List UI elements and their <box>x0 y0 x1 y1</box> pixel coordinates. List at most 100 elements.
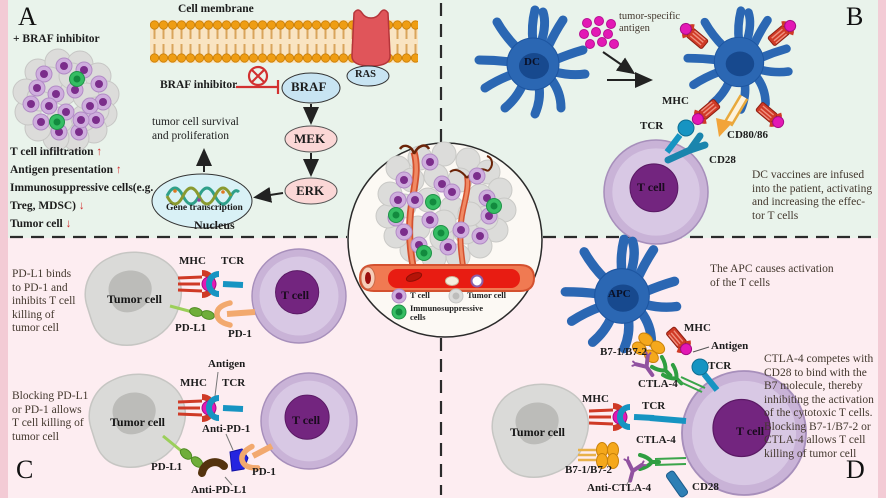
antigen-label-d: Antigen <box>711 340 749 352</box>
tcr-label-d-upper: TCR <box>708 360 732 372</box>
mhc-label-c1: MHC <box>179 255 206 267</box>
down-arrow-icon: ↓ <box>65 218 72 230</box>
tumor-cluster-panel-a <box>12 48 120 152</box>
tcr-label-c2: TCR <box>222 377 246 389</box>
legend-immunosuppressive-label: Immunosuppressive cells <box>410 303 484 323</box>
nucleus-label: Nucleus <box>194 218 235 232</box>
ctla4-stems-lower <box>654 457 687 466</box>
dc-loading-arrows <box>602 51 653 88</box>
dendritic-cell-loaded <box>688 11 789 110</box>
tcr-label-c1: TCR <box>221 255 245 267</box>
tcr-label-b: TCR <box>640 120 664 132</box>
panel-letter-d: D <box>846 455 865 484</box>
tcr-icon-b <box>664 119 695 154</box>
b7-label-lower: B7-1/B7-2 <box>565 464 613 476</box>
plus-braf-inhibitor-label: + BRAF inhibitor <box>13 33 100 45</box>
anti-pd1-pointer-line <box>225 433 234 451</box>
anti-pdl1-label: Anti-PD-L1 <box>191 484 247 496</box>
mhc-label-d-upper: MHC <box>684 322 711 334</box>
antigen-label-c: Antigen <box>208 358 246 370</box>
ctla4-description: CTLA-4 competes with CD28 to bind with t… <box>764 353 874 460</box>
t-cells-in-cluster <box>22 57 112 141</box>
pd1-label-c1: PD-1 <box>228 328 252 340</box>
effect-line: Treg, MDSC) ↓ <box>10 200 85 212</box>
antigen-pointer-line-d <box>692 346 710 353</box>
pd1-icon-c2 <box>239 443 274 471</box>
braf-inhibitor-label: BRAF inhibitor <box>160 79 238 91</box>
b7-icon-lower <box>578 442 619 469</box>
anti-pd1-label: Anti-PD-1 <box>202 423 251 435</box>
braf-node <box>281 72 341 104</box>
mhc-label-d-lower: MHC <box>582 393 609 405</box>
tumor-cell-label-c2: Tumor cell <box>110 415 166 429</box>
dc-vaccine-description: DC vaccines are infused into the patient… <box>752 169 873 222</box>
down-arrow-icon: ↓ <box>78 200 85 212</box>
mhc-label-c2: MHC <box>180 377 207 389</box>
mhc-antigen-receptor-icon <box>689 98 721 128</box>
panel-letter-c: C <box>16 455 34 484</box>
legend-tumor-cell-label: Tumor cell <box>467 290 506 300</box>
braf-effects-list: T cell infiltration ↑ Antigen presentati… <box>10 146 180 236</box>
cd80-86-arrow-icon <box>716 94 749 137</box>
gene-transcription-label: Gene transcription <box>166 203 243 213</box>
cd28-icon-d <box>665 470 689 498</box>
nucleus-gene-transcription <box>151 173 253 229</box>
pdl1-icon-c1 <box>169 304 215 320</box>
quadrant-divider-lines <box>10 3 878 495</box>
anti-ctla4-label: Anti-CTLA-4 <box>587 482 652 494</box>
mek-node <box>284 125 338 153</box>
pdl1-binds-text: PD-L1 binds to PD-1 and inhibits T cell … <box>12 268 76 335</box>
pdl1-label-c1: PD-L1 <box>175 322 207 334</box>
anti-pdl1-pointer-line <box>224 476 233 486</box>
effect-line: Antigen presentation ↑ <box>10 164 122 176</box>
blocking-pdl1-text: Blocking PD-L1 or PD-1 allows T cell kil… <box>12 390 89 443</box>
tcr-stem-d-lower <box>649 415 687 424</box>
immunosuppressive-cells-inset <box>388 194 502 261</box>
panel-letter-a: A <box>18 2 37 31</box>
up-arrow-icon: ↑ <box>115 164 122 176</box>
t-cell-label-b: T cell <box>637 180 666 194</box>
inhibition-symbol-icon <box>236 65 280 94</box>
transmembrane-protein-icon <box>351 9 391 67</box>
mek-label: MEK <box>294 131 326 146</box>
cell-membrane-graphic <box>150 9 418 67</box>
ctla4-stems-upper <box>677 376 706 393</box>
apc-label: APC <box>608 288 631 300</box>
cd80-86-label: CD80/86 <box>727 129 768 141</box>
legend-swatches <box>391 288 464 320</box>
tcr-label-d-lower: TCR <box>642 400 666 412</box>
blood-vessel-tube <box>358 264 536 292</box>
ras-label: RAS <box>355 69 377 80</box>
ctla4-label-lower: CTLA-4 <box>636 434 676 446</box>
apc-activation-text: The APC causes activation of the T cells <box>710 263 834 289</box>
ctla4-label-upper: CTLA-4 <box>638 378 678 390</box>
tumor-specific-antigen-dots <box>579 16 619 49</box>
anti-ctla4-pointer-line <box>626 477 632 485</box>
legend-t-cell-label: T cell <box>410 290 430 300</box>
up-arrow-icon: ↑ <box>96 146 103 158</box>
t-cell-label-c2: T cell <box>292 413 321 427</box>
effect-line: Immunosuppressive cells(e.g. <box>10 182 154 194</box>
tumor-microenvironment-inset <box>347 141 543 338</box>
braf-label: BRAF <box>291 79 327 94</box>
tumor-specific-antigen-label: tumor-specific antigen <box>619 11 681 35</box>
dc-label: DC <box>524 56 540 68</box>
cd28-icon-b <box>664 132 709 164</box>
erk-label: ERK <box>296 183 325 198</box>
t-cell-label-c1: T cell <box>281 288 310 302</box>
anti-pdl1-icon <box>198 458 228 477</box>
cd28-label-b: CD28 <box>709 154 736 166</box>
mhc-label-b: MHC <box>662 95 689 107</box>
b7-label-upper: B7-1/B7-2 <box>600 346 648 358</box>
ras-node <box>346 65 390 87</box>
pd1-label-c2: PD-1 <box>252 466 276 478</box>
pathway-arrows <box>196 104 319 203</box>
tumor-cell-label-d: Tumor cell <box>510 425 566 439</box>
tcr-icon-d-upper <box>691 358 720 392</box>
cell-membrane-label: Cell membrane <box>178 3 254 15</box>
effect-line: Tumor cell ↓ <box>10 218 72 230</box>
t-cell-label-d: T cell <box>736 424 765 438</box>
pd1-icon-c1 <box>217 303 256 325</box>
